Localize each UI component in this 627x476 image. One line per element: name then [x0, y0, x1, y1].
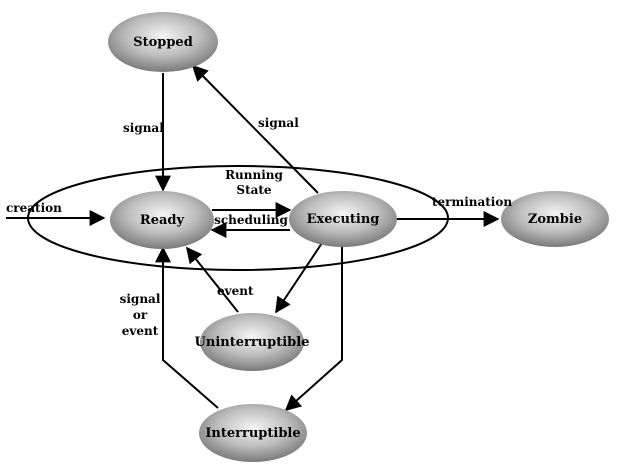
state-uninterruptible-label: Uninterruptible [195, 335, 310, 350]
label-signal-stopped-ready: signal [123, 121, 164, 135]
running-state-label-line2: State [236, 183, 272, 197]
label-signal-executing-stopped: signal [258, 116, 299, 130]
edge-uninterruptible-to-ready [186, 246, 239, 313]
label-signal-or-event-line2: or [133, 308, 148, 322]
label-signal-or-event-line1: signal [120, 292, 161, 306]
state-zombie: Zombie [501, 191, 609, 247]
label-scheduling: scheduling [214, 213, 288, 227]
edge-executing-to-uninterruptible [275, 242, 323, 314]
state-stopped: Stopped [108, 12, 218, 72]
edge-executing-to-interruptible [284, 244, 343, 412]
edge-executing-to-stopped [191, 64, 319, 194]
edge-interruptible-to-ready [155, 246, 219, 409]
state-zombie-label: Zombie [528, 212, 582, 227]
state-executing-label: Executing [307, 212, 380, 227]
state-interruptible-label: Interruptible [205, 426, 300, 441]
label-termination: termination [432, 195, 512, 209]
running-state-label-line1: Running [225, 168, 283, 182]
state-ready: Ready [110, 191, 214, 249]
state-uninterruptible: Uninterruptible [195, 313, 310, 371]
state-executing: Executing [289, 191, 397, 247]
state-interruptible: Interruptible [199, 404, 307, 462]
state-ready-label: Ready [140, 213, 185, 228]
label-creation: creation [6, 201, 62, 215]
state-stopped-label: Stopped [133, 35, 193, 50]
label-event: event [217, 284, 254, 298]
label-signal-or-event-line3: event [122, 324, 159, 338]
